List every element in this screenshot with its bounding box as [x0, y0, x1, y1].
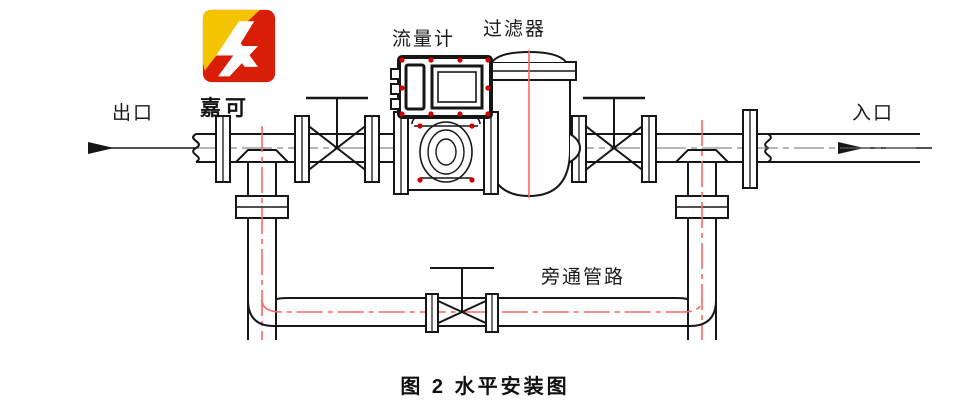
filter-unit: [476, 50, 582, 198]
bypass-pipe: [247, 297, 717, 327]
flowmeter-unit: [390, 55, 499, 195]
right-tee-branch: [675, 120, 729, 340]
pipe-break-symbols: [192, 133, 200, 149]
jiake-logo-icon: [202, 9, 276, 83]
flowmeter-label: 流量计: [392, 29, 456, 50]
outlet-gate-valve: [294, 96, 380, 183]
figure-caption: 图 2 水平安装图: [400, 376, 570, 398]
flowmeter-converter-housing: [390, 55, 493, 119]
left-tee-branch: [235, 126, 289, 340]
standalone-flanges: [215, 109, 758, 189]
bypass-gate-valve: [425, 267, 499, 333]
inlet-label: 入口: [852, 103, 895, 124]
bypass-label: 旁通管路: [541, 267, 626, 288]
brand-name-label: 嘉可: [200, 97, 250, 120]
flowmeter-bolt-marks: [399, 57, 491, 183]
filter-label: 过滤器: [483, 19, 547, 40]
inlet-gate-valve: [571, 96, 657, 183]
outlet-label: 出口: [112, 103, 155, 124]
